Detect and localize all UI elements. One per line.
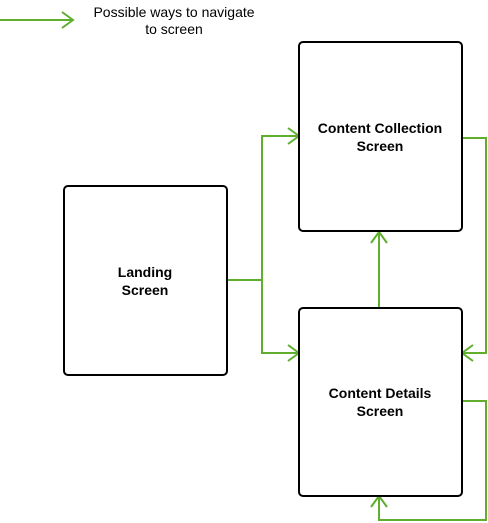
connectors <box>227 127 487 521</box>
content-details-screen-label-line1: Content Details <box>329 385 432 401</box>
legend-label-line2: to screen <box>145 21 203 37</box>
landing-to-details-arrow <box>261 280 298 354</box>
content-collection-screen-node: Content Collection Screen <box>298 41 463 232</box>
content-details-screen-label-line2: Screen <box>357 403 404 419</box>
landing-screen-node: Landing Screen <box>63 185 228 376</box>
content-details-screen-node: Content Details Screen <box>298 307 463 497</box>
landing-to-collection-arrow <box>227 135 298 281</box>
legend-arrow-head <box>61 11 75 29</box>
legend-label-line1: Possible ways to navigate <box>93 4 254 20</box>
details-self-loop-arrow <box>378 400 487 521</box>
content-details-screen-box <box>298 307 463 497</box>
content-collection-screen-label-line2: Screen <box>357 138 404 154</box>
landing-screen-label-line1: Landing <box>118 264 172 280</box>
landing-screen-box <box>63 185 228 376</box>
landing-screen-label-line2: Screen <box>122 282 169 298</box>
legend: Possible ways to navigate to screen <box>0 4 255 37</box>
collection-to-details-arrow <box>462 137 487 354</box>
content-collection-screen-box <box>298 41 463 232</box>
content-collection-screen-label-line1: Content Collection <box>318 120 442 136</box>
